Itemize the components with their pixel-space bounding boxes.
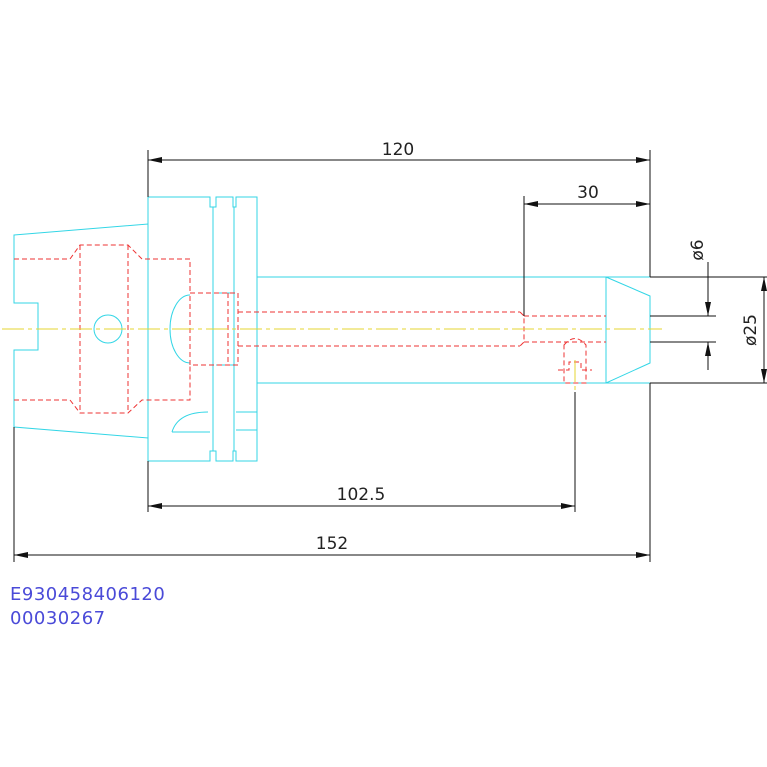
dimension-152: 152 — [13, 383, 651, 562]
dimension-label-152: 152 — [316, 534, 348, 554]
hidden-bore-bottom — [14, 365, 191, 414]
extension-body — [257, 276, 607, 384]
dimension-label-dia-6: ø6 — [688, 239, 708, 260]
pull-stud-arc — [169, 294, 191, 364]
dimension-dia-25: ø25 — [650, 276, 767, 384]
dimension-dia-6: ø6 — [650, 239, 716, 370]
hidden-set-screw — [563, 338, 587, 384]
dimension-label-30: 30 — [577, 183, 599, 203]
part-code-secondary: 00030267 — [10, 608, 106, 629]
dimension-30: 30 — [523, 183, 650, 316]
dimension-label-102-5: 102.5 — [337, 485, 386, 505]
dimension-120: 120 — [147, 140, 651, 277]
nose — [605, 276, 651, 384]
hidden-bore-top — [14, 244, 191, 293]
hidden-lines — [14, 244, 606, 414]
flange — [147, 196, 258, 462]
dimension-102-5: 102.5 — [147, 392, 576, 512]
drive-key-arc — [171, 411, 209, 433]
dimension-label-120: 120 — [382, 140, 414, 160]
part-code-primary: E930458406120 — [10, 584, 165, 605]
dimension-label-dia-25: ø25 — [741, 314, 761, 346]
